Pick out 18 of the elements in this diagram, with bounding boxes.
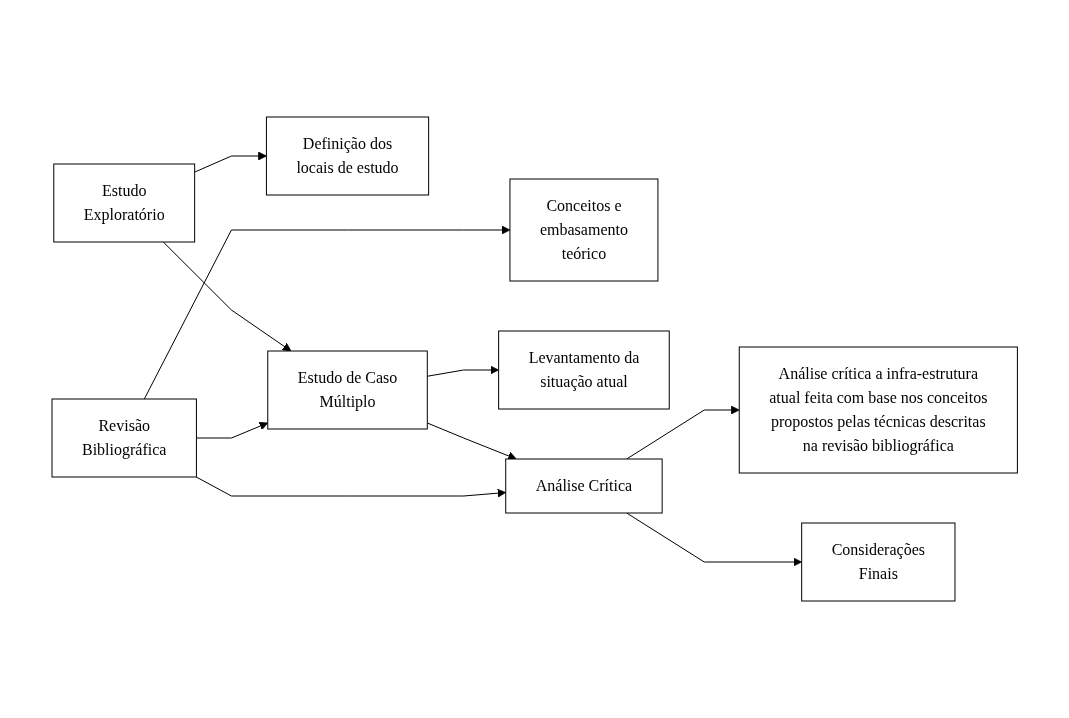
arrow xyxy=(193,151,267,173)
node-box: Análise Crítica xyxy=(505,458,663,514)
arrow xyxy=(143,225,511,400)
arrow xyxy=(195,476,506,498)
node-box: Estudo Exploratório xyxy=(53,163,195,243)
node-box: Análise crítica a infra-estrutura atual feita com base nos conceitos propostos pelas técnicas descritas na revisão bibliográfica xyxy=(738,346,1018,474)
arrow xyxy=(626,405,740,460)
arrow xyxy=(195,421,268,439)
node-box: Revisão Bibliográfica xyxy=(51,398,197,478)
node-box: Conceitos e embasamento teórico xyxy=(509,178,659,282)
node-box: Considerações Finais xyxy=(800,522,956,602)
node-box: Estudo de Caso Múltiplo xyxy=(267,350,428,430)
arrow xyxy=(426,422,517,461)
arrow xyxy=(162,241,292,352)
arrow xyxy=(626,512,802,567)
node-box: Definição dos locais de estudo xyxy=(265,116,429,196)
node-box: Levantamento da situação atual xyxy=(497,330,670,410)
arrow xyxy=(426,365,499,377)
